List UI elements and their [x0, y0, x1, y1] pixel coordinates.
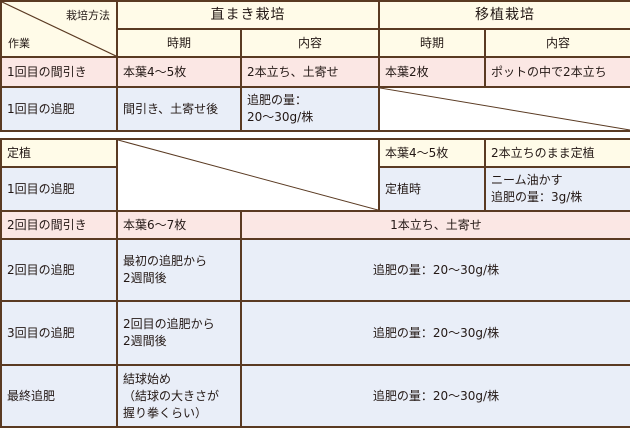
header-direct-period: 時期	[116, 28, 242, 58]
period-line: 握り拳くらい）	[123, 405, 208, 420]
header-trans-period: 時期	[378, 28, 486, 58]
period-cell: 2回目の追肥から 2週間後	[116, 300, 242, 366]
table-row: 定植 本葉4～5枚 2本立ちのまま定植	[0, 138, 630, 212]
content-line: 20～30g/株	[247, 110, 314, 124]
header-corner: 栽培方法 作業	[0, 0, 118, 58]
table-row: 2回目の追肥 最初の追肥から 2週間後 追肥の量：20～30g/株	[0, 238, 630, 302]
direct-period-cell: 間引き、土寄せ後	[116, 86, 242, 132]
task-cell: 最終追肥	[0, 364, 118, 428]
period-line: 2週間後	[123, 271, 167, 285]
content-line: 追肥の量：	[247, 93, 308, 107]
period-line: 2回目の追肥から	[123, 317, 215, 331]
trans-period-cell: 本葉2枚	[378, 56, 486, 88]
period-line: 2週間後	[123, 334, 167, 348]
header-trans-content: 内容	[484, 28, 630, 58]
task-cell: 2回目の追肥	[0, 238, 118, 302]
trans-period-cell: 定植時	[378, 166, 486, 212]
direct-period-cell: 本葉4～5枚	[116, 56, 242, 88]
table-row: 1回目の追肥 間引き、土寄せ後 追肥の量： 20～30g/株	[0, 86, 630, 132]
task-cell: 3回目の追肥	[0, 300, 118, 366]
content-cell: 追肥の量：20～30g/株	[240, 238, 630, 302]
table-row: 1回目の間引き 本葉4～5枚 2本立ち、土寄せ 本葉2枚 ポットの中で2本立ち	[0, 56, 630, 88]
period-line: 結球始め	[123, 371, 172, 386]
content-line: ニーム油かす	[491, 173, 563, 187]
content-cell: 追肥の量：20～30g/株	[240, 300, 630, 366]
table-row: 1回目の追肥 定植時 ニーム油かす 追肥の量：3g/株	[0, 166, 630, 212]
diagonal-line	[118, 140, 378, 210]
content-line: 追肥の量：3g/株	[491, 190, 583, 204]
schedule-table-top: 栽培方法 作業 直まき栽培 移植栽培 時期 内容 時期 内容 1回目の間引き 本…	[0, 0, 630, 132]
empty-direct-cell	[116, 138, 380, 212]
task-cell: 1回目の間引き	[0, 56, 118, 88]
header-method-label: 栽培方法	[66, 9, 110, 22]
schedule-table-bottom: 定植 本葉4～5枚 2本立ちのまま定植 1回目の追肥 定植時 ニーム油かす 追肥…	[0, 138, 630, 428]
header-direct-sowing: 直まき栽培	[116, 0, 380, 30]
diagonal-line	[380, 88, 630, 130]
task-cell: 1回目の追肥	[0, 166, 118, 212]
direct-content-cell: 2本立ち、土寄せ	[240, 56, 380, 88]
table-row: 2回目の間引き 本葉6～7枚 1本立ち、土寄せ	[0, 210, 630, 240]
task-cell: 1回目の追肥	[0, 86, 118, 132]
task-cell: 定植	[0, 138, 118, 168]
direct-content-cell: 追肥の量： 20～30g/株	[240, 86, 380, 132]
period-line: （結球の大きさが	[123, 388, 220, 403]
header-task-label: 作業	[8, 37, 30, 50]
content-cell: 1本立ち、土寄せ	[240, 210, 630, 240]
header-transplant: 移植栽培	[378, 0, 630, 30]
trans-content-cell: ポットの中で2本立ち	[484, 56, 630, 88]
corner-diagonal-line	[2, 2, 116, 56]
trans-period-cell: 本葉4～5枚	[378, 138, 486, 168]
table-row: 最終追肥 結球始め （結球の大きさが 握り拳くらい） 追肥の量：20～30g/株	[0, 364, 630, 428]
table-row: 3回目の追肥 2回目の追肥から 2週間後 追肥の量：20～30g/株	[0, 300, 630, 366]
trans-content-cell: 2本立ちのまま定植	[484, 138, 630, 168]
period-cell: 最初の追肥から 2週間後	[116, 238, 242, 302]
header-direct-content: 内容	[240, 28, 380, 58]
period-line: 最初の追肥から	[123, 254, 208, 268]
content-cell: 追肥の量：20～30g/株	[240, 364, 630, 428]
empty-transplant-cell	[378, 86, 630, 132]
task-cell: 2回目の間引き	[0, 210, 118, 240]
trans-content-cell: ニーム油かす 追肥の量：3g/株	[484, 166, 630, 212]
period-cell: 結球始め （結球の大きさが 握り拳くらい）	[116, 364, 242, 428]
period-cell: 本葉6～7枚	[116, 210, 242, 240]
